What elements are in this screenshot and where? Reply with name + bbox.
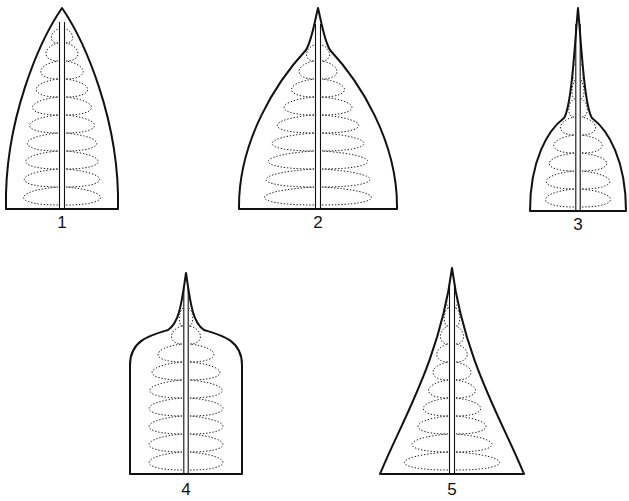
figure-number: 2 bbox=[313, 214, 322, 231]
vein-loops bbox=[322, 45, 372, 205]
leaf-3 bbox=[530, 8, 626, 211]
leaf-outline bbox=[380, 268, 524, 474]
figure-number: 5 bbox=[447, 481, 456, 498]
leaf-outline bbox=[530, 8, 626, 211]
midrib bbox=[60, 22, 65, 209]
vein-loops bbox=[265, 45, 315, 205]
vein-loops bbox=[581, 63, 611, 207]
leaf-2 bbox=[239, 8, 397, 209]
vein-loops bbox=[149, 308, 183, 470]
midrib bbox=[316, 24, 321, 209]
leaf-1 bbox=[6, 8, 118, 209]
figure-number: 3 bbox=[573, 216, 582, 233]
vein-loops bbox=[66, 29, 101, 205]
leaf-4 bbox=[130, 273, 242, 474]
vein-loops bbox=[546, 63, 576, 207]
leaf-outline bbox=[6, 8, 118, 209]
figure-number: 4 bbox=[181, 481, 190, 498]
leaf-outline bbox=[239, 8, 397, 209]
midrib bbox=[184, 288, 188, 474]
vein-loops bbox=[455, 292, 500, 470]
figure-number: 1 bbox=[57, 214, 66, 231]
leaf-5 bbox=[380, 268, 524, 474]
midrib bbox=[576, 24, 580, 211]
midrib bbox=[450, 284, 455, 474]
vein-loops bbox=[189, 308, 223, 470]
vein-loops bbox=[24, 29, 59, 205]
vein-loops bbox=[405, 292, 450, 470]
leaf-outline bbox=[130, 273, 242, 474]
